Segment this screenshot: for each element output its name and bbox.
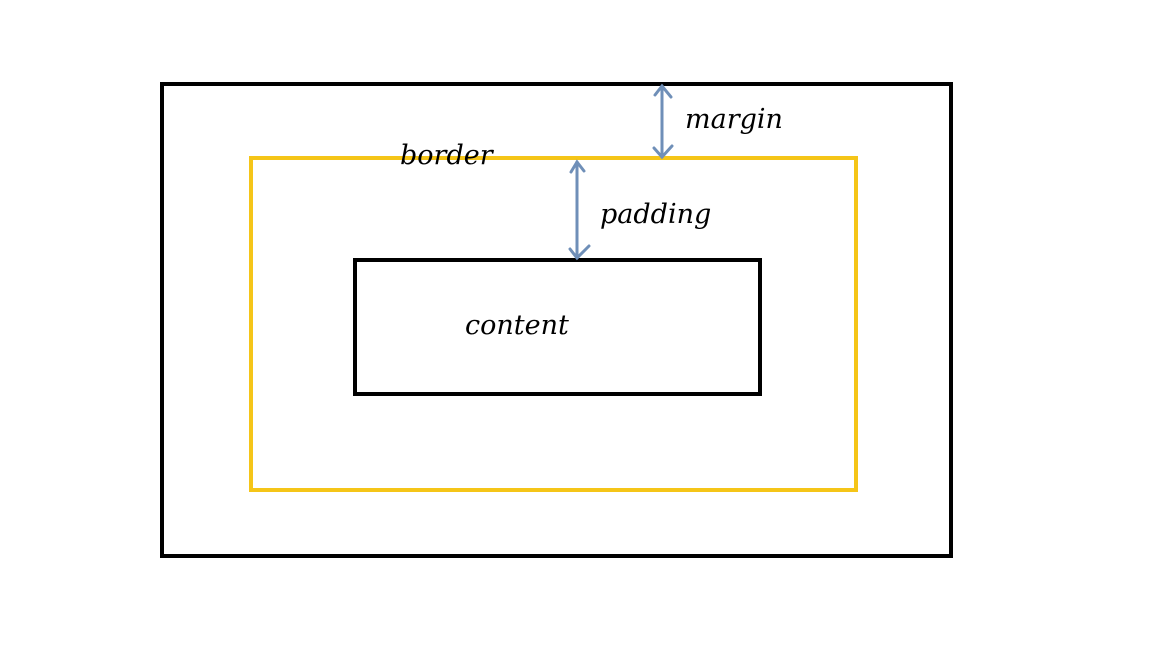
padding-arrow-icon bbox=[568, 159, 591, 261]
margin-label: margin bbox=[685, 104, 783, 135]
border-label: border bbox=[400, 140, 495, 171]
padding-label: padding bbox=[600, 199, 711, 230]
content-label: content bbox=[465, 310, 569, 341]
margin-arrow-icon bbox=[652, 83, 674, 160]
margin-box bbox=[160, 82, 953, 558]
content-box bbox=[353, 258, 762, 396]
border-box bbox=[249, 156, 858, 492]
